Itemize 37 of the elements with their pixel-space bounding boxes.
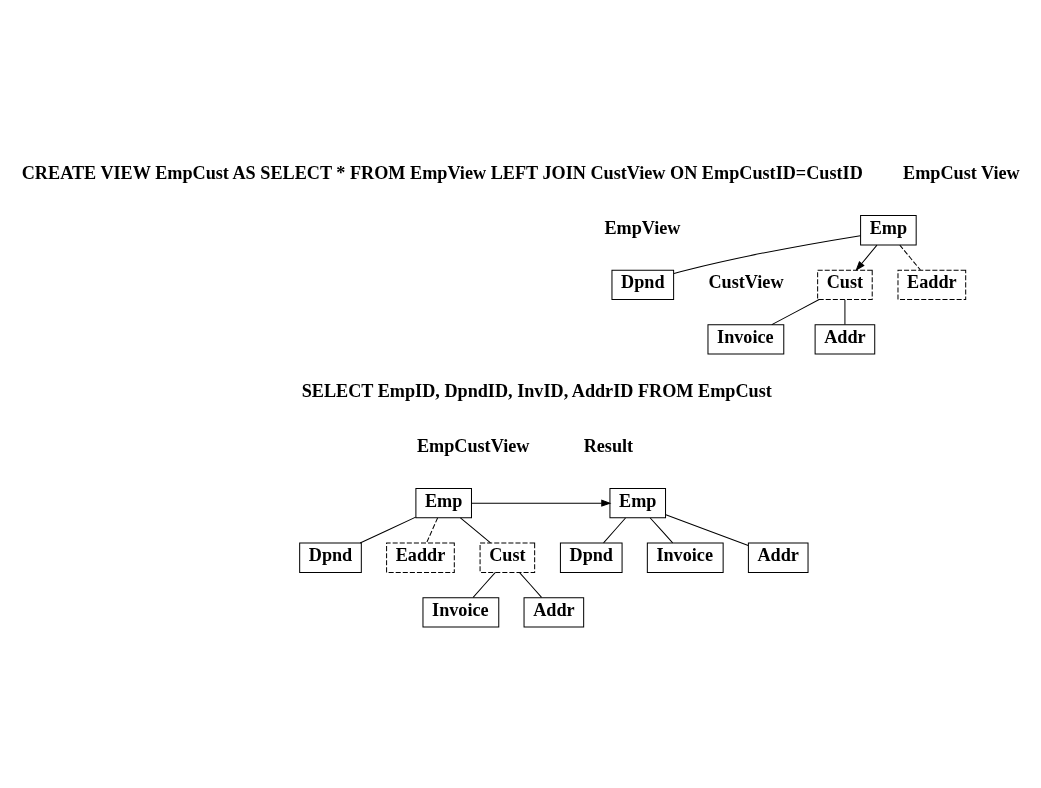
connector [899,244,921,271]
node-box: Invoice [646,542,724,573]
label: SELECT EmpID, DpndID, InvID, AddrID FROM EmpCust [301,381,772,402]
node-box: Emp [415,488,472,519]
arrow [471,499,612,507]
connector [649,517,674,544]
node-box: Eaddr [386,542,455,573]
node-box: Eaddr [897,269,967,300]
node-box: Invoice [707,324,785,355]
node-box: Addr [814,324,876,355]
connector [603,517,627,544]
label: CREATE VIEW EmpCust AS SELECT * FROM EmpView LEFT JOIN CustView ON EmpCustID=CustID [21,163,863,184]
label: EmpCustView [416,436,530,457]
node-box: Dpnd [559,542,623,573]
label: EmpView [604,217,681,238]
connector [844,299,846,326]
connector [426,517,439,544]
node-box: Invoice [422,597,500,628]
connector [472,572,496,598]
node-box: Addr [523,597,585,628]
connector [771,299,820,326]
connector [359,516,417,544]
connector [459,517,492,544]
node-box: Emp [609,488,667,519]
label: Result [583,436,634,457]
node-box: Cust [479,542,536,573]
node-box: Addr [747,542,809,573]
node-box: Dpnd [299,542,362,573]
label: CustView [708,272,784,293]
connector [673,235,861,275]
node-box: Dpnd [611,269,675,300]
label: EmpCust View [903,163,1020,184]
node-box: Emp [860,215,917,246]
arrow [855,244,878,272]
node-box: Cust [817,269,873,300]
connector [519,572,543,598]
connector [665,514,749,546]
